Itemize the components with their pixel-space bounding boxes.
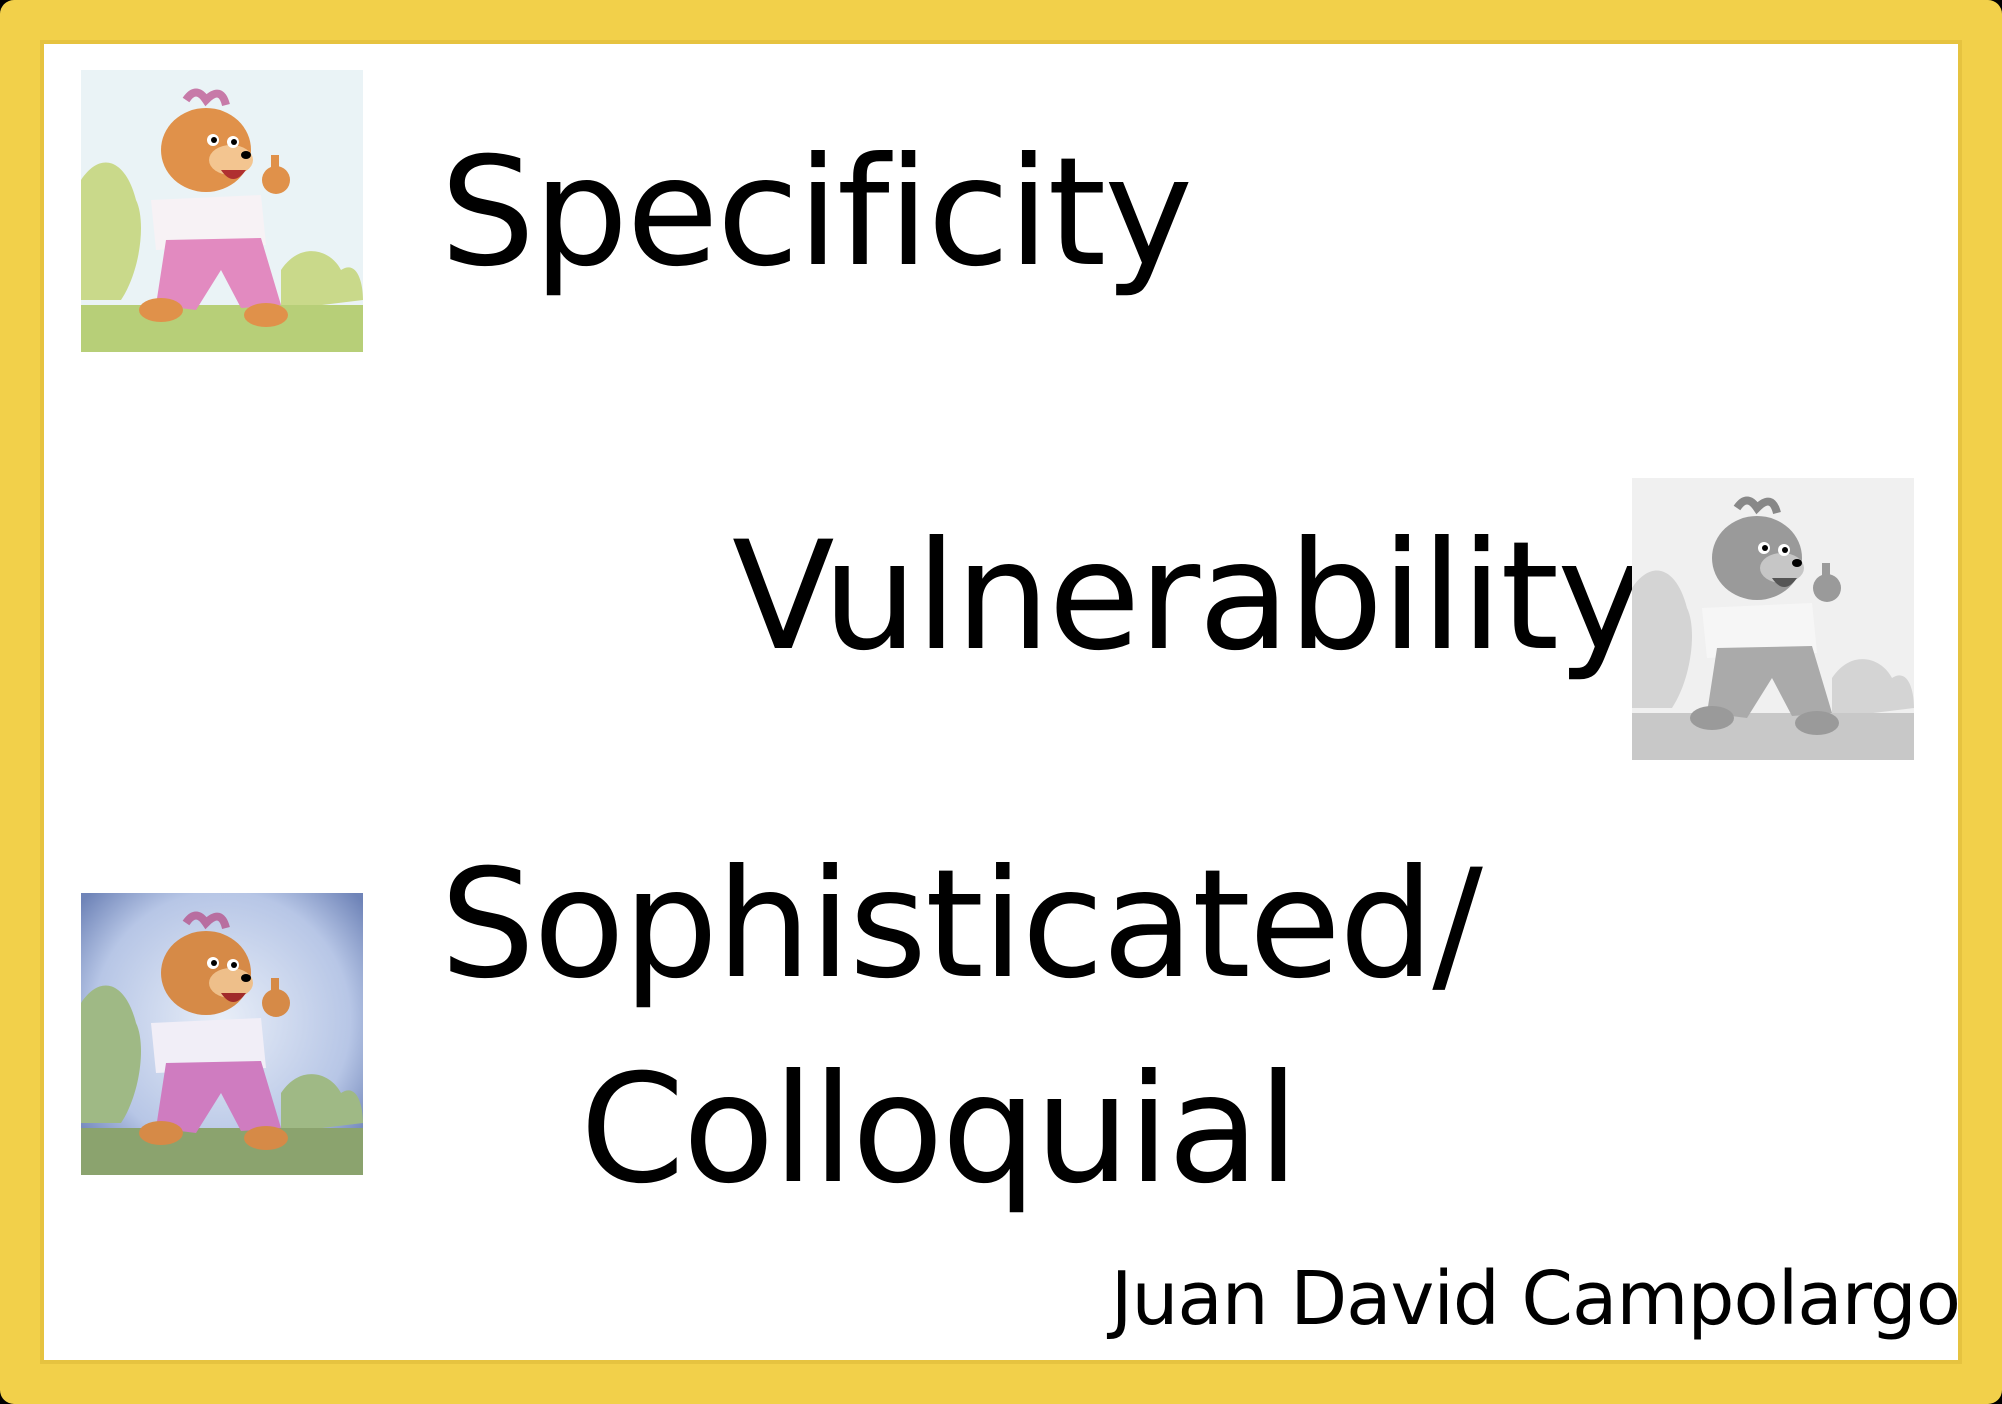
keyword-vulnerability: Vulnerability	[732, 510, 1646, 684]
bear-cartoon-image-color	[81, 70, 363, 352]
keyword-colloquial: Colloquial	[580, 1043, 1299, 1217]
bear-cartoon-image-vignette	[81, 893, 363, 1175]
keyword-sophisticated: Sophisticated/	[440, 838, 1483, 1012]
author-credit: Juan David Campolargo	[1110, 1256, 1961, 1342]
bear-cartoon-image-grayscale	[1632, 478, 1914, 760]
keyword-specificity: Specificity	[440, 126, 1193, 300]
